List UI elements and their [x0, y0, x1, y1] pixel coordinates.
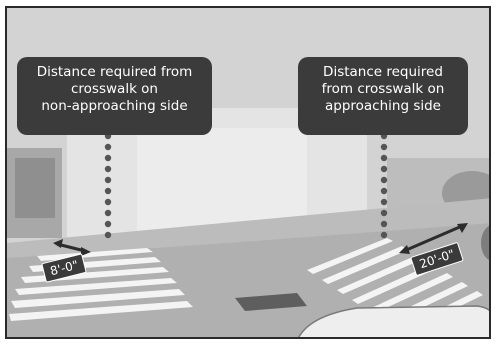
building-left-window: [15, 158, 55, 218]
leader-dot: [381, 210, 387, 216]
leader-dot: [381, 177, 387, 183]
diagram-frame: Distance required from crosswalk on non-…: [5, 6, 491, 339]
callout-line: approaching side: [306, 98, 460, 115]
callout-approaching-side: Distance required from crosswalk on appr…: [298, 57, 468, 135]
leader-dot: [381, 144, 387, 150]
leader-dot: [381, 221, 387, 227]
leader-dot: [105, 210, 111, 216]
leader-dot: [105, 188, 111, 194]
leader-dot: [105, 199, 111, 205]
leader-dot: [105, 155, 111, 161]
leader-dot: [105, 144, 111, 150]
leader-dot: [381, 188, 387, 194]
leader-dot: [105, 177, 111, 183]
leader-dot: [381, 232, 387, 238]
callout-line: Distance required: [306, 64, 460, 81]
leader-dot: [105, 221, 111, 227]
leader-dot: [381, 199, 387, 205]
callout-line: crosswalk on: [25, 81, 204, 98]
leader-dot: [105, 166, 111, 172]
callout-line: Distance required from: [25, 64, 204, 81]
leader-dot: [105, 232, 111, 238]
callout-non-approaching-side: Distance required from crosswalk on non-…: [17, 57, 212, 135]
leader-dot: [381, 155, 387, 161]
callout-line: non-approaching side: [25, 98, 204, 115]
leader-dot: [381, 166, 387, 172]
callout-line: from crosswalk on: [306, 81, 460, 98]
